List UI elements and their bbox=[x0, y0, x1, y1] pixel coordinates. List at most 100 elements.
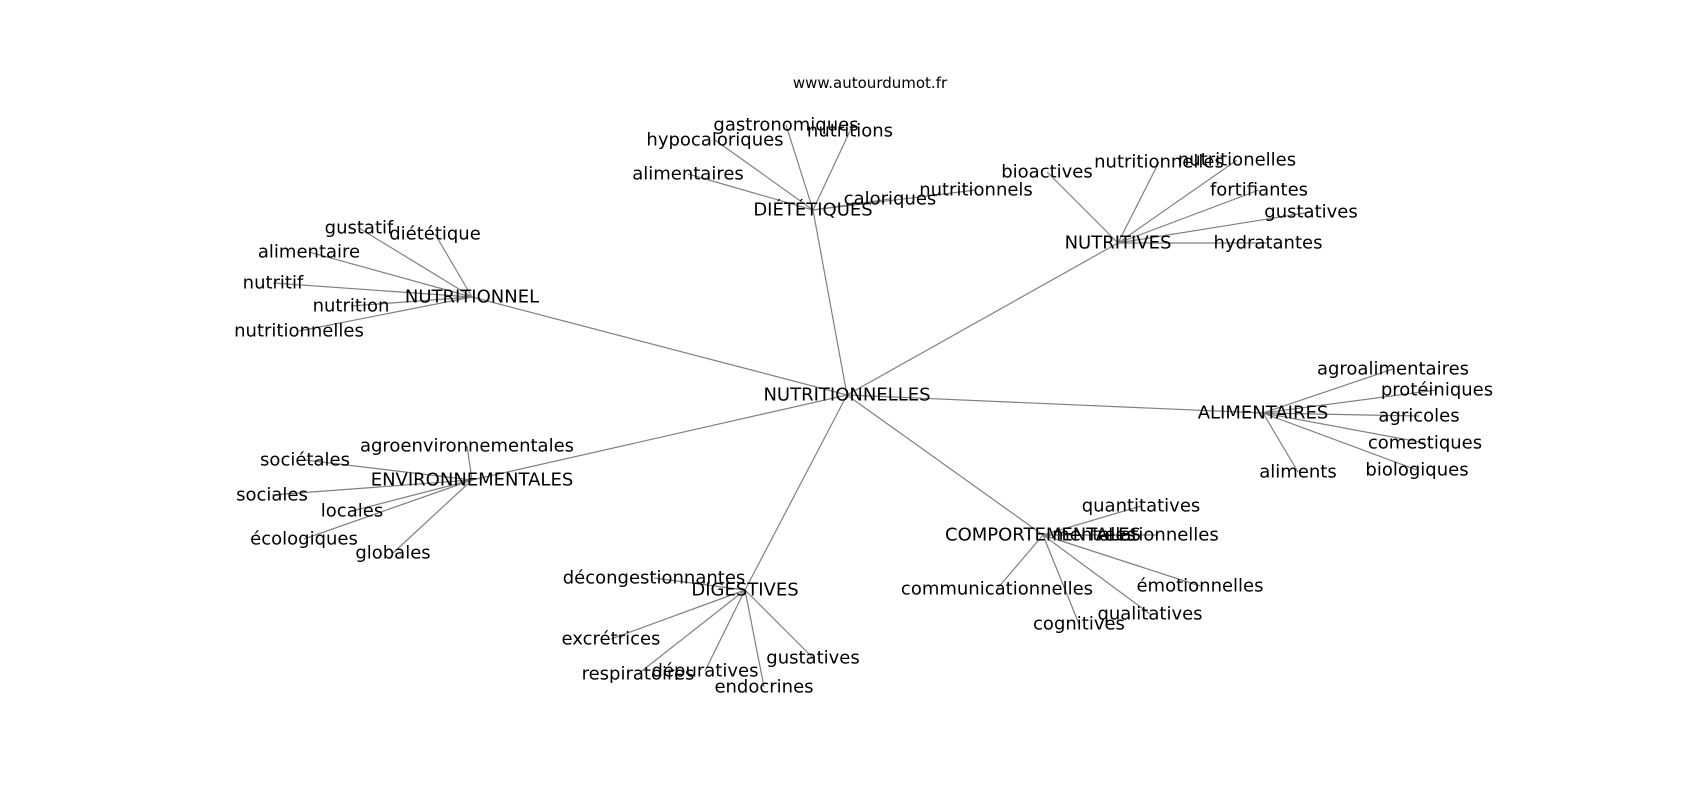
leaf-node: gastronomiques bbox=[713, 115, 858, 136]
edge-environnementales-leaf bbox=[303, 479, 473, 540]
leaf-node: alimentaire bbox=[258, 242, 360, 263]
leaf-node: écologiques bbox=[250, 529, 358, 550]
graph-labels: NUTRITIONNELLES DIÉTÉTIQUES gastronomiques… bbox=[234, 115, 1493, 698]
edge-environnementales-leaf bbox=[466, 445, 473, 481]
edge-environnementales-leaf bbox=[351, 479, 473, 512]
leaf-node: nutritionelles bbox=[1178, 150, 1296, 171]
edge-nutritionnel-leaf bbox=[434, 233, 473, 298]
leaf-node: sociales bbox=[236, 485, 308, 506]
edge-alimentaires-leaf bbox=[1262, 389, 1438, 414]
leaf-node: hydratantes bbox=[1214, 233, 1323, 254]
edge-nutritives-leaf bbox=[1117, 161, 1160, 244]
leaf-node: décongestionnantes bbox=[563, 568, 746, 589]
edge-nutritionnel-leaf bbox=[298, 296, 473, 332]
edge-comportementales-leaf bbox=[996, 534, 1044, 590]
leaf-node: sociétales bbox=[260, 450, 350, 471]
leaf-node: fortifiantes bbox=[1210, 180, 1308, 201]
hub-node-comportementales: COMPORTEMENTALES bbox=[945, 525, 1141, 546]
edge-dietetiques-leaf bbox=[812, 189, 977, 211]
edge-root-nutritionnel bbox=[471, 296, 848, 396]
leaf-node: gustatif bbox=[325, 218, 394, 239]
edge-root-comportementales bbox=[846, 394, 1044, 536]
edge-nutritionnel-leaf bbox=[308, 251, 473, 298]
graph-edges bbox=[271, 124, 1438, 688]
hub-node-digestives: DIGESTIVES bbox=[691, 580, 798, 601]
edge-root-digestives bbox=[744, 394, 848, 591]
edge-comportementales-leaf bbox=[1042, 534, 1080, 625]
leaf-node: nutrition bbox=[313, 296, 390, 317]
edge-nutritionnel-leaf bbox=[350, 296, 473, 307]
edge-digestives-leaf bbox=[637, 589, 746, 675]
leaf-node: globales bbox=[355, 543, 430, 564]
watermark: www.autourdumot.fr bbox=[793, 74, 948, 92]
leaf-node: agricoles bbox=[1378, 406, 1459, 427]
leaf-node: émotionnelles bbox=[1136, 576, 1263, 597]
leaf-node: aliments bbox=[1259, 462, 1336, 483]
leaf-node: agroalimentaires bbox=[1317, 359, 1469, 380]
edge-alimentaires-leaf bbox=[1262, 412, 1426, 444]
edge-comportementales-leaf bbox=[1042, 505, 1142, 536]
leaf-node: bioactives bbox=[1001, 162, 1093, 183]
leaf-node: nutritionnels bbox=[919, 180, 1033, 201]
hub-node-alimentaires: ALIMENTAIRES bbox=[1198, 403, 1329, 424]
leaf-node: cognitives bbox=[1033, 614, 1125, 635]
edge-environnementales-leaf bbox=[271, 479, 473, 496]
hub-node-environnementales: ENVIRONNEMENTALES bbox=[371, 470, 574, 491]
leaf-node: gustatives bbox=[1264, 202, 1357, 223]
edge-dietetiques-leaf bbox=[812, 130, 851, 211]
hub-node-nutritives: NUTRITIVES bbox=[1065, 233, 1172, 254]
edge-nutritionnel-leaf bbox=[272, 282, 473, 298]
edge-digestives-leaf bbox=[610, 589, 746, 640]
root-node: NUTRITIONNELLES bbox=[763, 385, 930, 406]
edge-comportementales-leaf bbox=[1042, 534, 1151, 615]
leaf-node: nutritif bbox=[243, 273, 304, 294]
edge-nutritives-leaf bbox=[1117, 189, 1260, 244]
leaf-node: locales bbox=[321, 501, 383, 522]
edge-digestives-leaf bbox=[744, 589, 814, 659]
leaf-node: nutritionnelles bbox=[1094, 152, 1224, 173]
leaf-node: nutritions bbox=[807, 121, 893, 142]
edge-nutritionnel-leaf bbox=[358, 227, 473, 298]
edge-dietetiques-leaf bbox=[687, 173, 814, 211]
leaf-node: nutritionnelles bbox=[234, 321, 364, 342]
edge-environnementales-leaf bbox=[392, 479, 473, 554]
edge-alimentaires-leaf bbox=[1262, 412, 1420, 417]
leaf-node: dépuratives bbox=[652, 661, 759, 682]
edge-alimentaires-leaf bbox=[1262, 412, 1299, 473]
leaf-node: mentales bbox=[1052, 525, 1136, 546]
edge-nutritives-leaf bbox=[1117, 211, 1312, 244]
leaf-node: hypocaloriques bbox=[646, 130, 783, 151]
edge-nutritives-leaf bbox=[1117, 159, 1238, 244]
leaf-node: caloriques bbox=[844, 189, 937, 210]
edge-alimentaires-leaf bbox=[1262, 412, 1418, 471]
leaf-node: protéiniques bbox=[1381, 380, 1493, 401]
edge-dietetiques-leaf bbox=[785, 124, 814, 211]
leaf-node: endocrines bbox=[714, 677, 813, 698]
edge-root-nutritives bbox=[846, 242, 1119, 396]
edge-digestives-leaf bbox=[704, 589, 746, 672]
leaf-node: diététique bbox=[389, 224, 481, 245]
edge-root-dietetiques bbox=[812, 209, 848, 396]
edge-nutritives-leaf bbox=[1046, 171, 1119, 244]
edge-dietetiques-leaf bbox=[714, 139, 814, 211]
leaf-node: communicationnelles bbox=[901, 579, 1093, 600]
leaf-node: agroenvironnementales bbox=[360, 436, 574, 457]
leaf-node: biologiques bbox=[1365, 460, 1468, 481]
leaf-node: comestiques bbox=[1368, 433, 1482, 454]
edge-digestives-leaf bbox=[653, 577, 746, 591]
leaf-node: relationnelles bbox=[1097, 525, 1219, 546]
leaf-node: alimentaires bbox=[632, 164, 744, 185]
hub-node-nutritionnel: NUTRITIONNEL bbox=[405, 287, 539, 308]
leaf-node: excrétrices bbox=[562, 629, 661, 650]
edge-root-alimentaires bbox=[846, 394, 1264, 414]
leaf-node: respiratoires bbox=[582, 664, 695, 685]
hub-node-dietetiques: DIÉTÉTIQUES bbox=[753, 199, 872, 221]
edge-digestives-leaf bbox=[744, 589, 765, 688]
leaf-node: gustatives bbox=[766, 648, 859, 669]
leaf-node: qualitatives bbox=[1097, 604, 1202, 625]
edge-alimentaires-leaf bbox=[1262, 368, 1394, 414]
edge-comportementales-leaf bbox=[1042, 534, 1201, 587]
edge-environnementales-leaf bbox=[304, 459, 473, 481]
edge-root-environnementales bbox=[471, 394, 848, 481]
